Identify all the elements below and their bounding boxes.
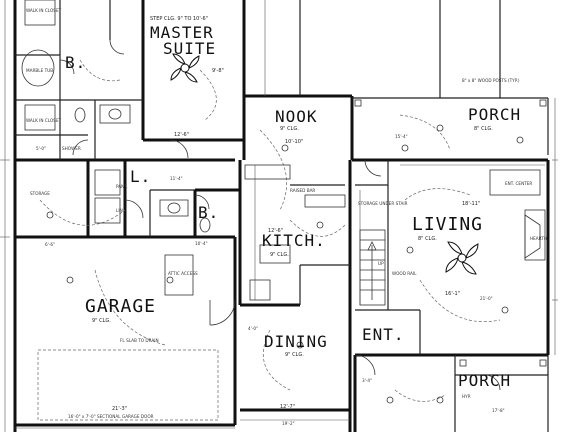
note-master-ceiling: STEP CLG. 9" TO 10'-6" <box>150 16 208 22</box>
note-shower: SHOWER <box>62 146 81 151</box>
note-dining-clg: 9" CLG. <box>285 352 304 358</box>
dim-four: 4'-0" <box>248 326 258 331</box>
note-living-width: 18'-11" <box>462 201 480 207</box>
electrical-wiring <box>39 59 501 402</box>
attic-access-fixture <box>164 254 194 296</box>
note-storage-stair: STORAGE UNDER STAIR <box>358 201 408 206</box>
room-label-porch-rear: PORCH <box>468 105 521 124</box>
room-label-master-2: SUITE <box>163 39 216 58</box>
note-garage-width: 21'-3" <box>112 406 127 412</box>
note-nook-width: 10'-10" <box>285 139 303 145</box>
room-label-porch-front: PORCH <box>458 371 511 390</box>
exterior-walls <box>13 0 550 432</box>
note-pantry: PANT. <box>116 184 128 189</box>
note-garage-floor: FL SLAB TO DRAIN <box>120 338 159 343</box>
note-stair-up: UP <box>378 261 384 266</box>
note-living-clg: 8" CLG. <box>418 236 437 242</box>
room-label-bath-master: B. <box>65 53 86 72</box>
note-closet-2: WALK IN CLOSET <box>26 118 62 123</box>
note-closet-1: WALK IN CLOSET <box>26 8 62 13</box>
note-porch-clg: 8" CLG. <box>474 126 493 132</box>
room-label-entry: ENT. <box>362 325 405 344</box>
stairs <box>359 229 386 306</box>
note-garage-door: 16'-0" x 7'-0" SECTIONAL GARAGE DOOR <box>68 414 154 419</box>
note-dining-width: 12'-7" <box>280 404 295 410</box>
tub-fixture <box>21 49 55 87</box>
dim-five: 5'-0" <box>36 146 46 151</box>
dim-fifteen: 15'-4" <box>395 134 408 139</box>
doors <box>59 39 501 391</box>
fireplace-fixture <box>524 209 546 261</box>
note-kitchen-clg: 9" CLG. <box>270 252 289 258</box>
note-hearth: HEARTH <box>530 236 547 241</box>
note-tub: MARBLE TUB <box>26 68 53 73</box>
room-label-dining: DINING <box>264 332 328 351</box>
dim-seventeen: 17'-8" <box>492 408 505 413</box>
dim-twentyone: 21'-0" <box>480 296 493 301</box>
dim-six: 6'-6" <box>45 242 55 247</box>
light-fixtures <box>46 124 524 404</box>
note-master-width: 9'-8" <box>212 68 224 74</box>
dim-nineteen: 19'-2" <box>282 421 295 426</box>
note-attic-access: ATTIC ACCESS <box>168 271 198 276</box>
dim-eleven: 11'-4" <box>170 176 183 181</box>
room-label-master-1: MASTER <box>150 23 214 42</box>
note-raised-bar: RAISED BAR <box>290 188 315 193</box>
room-label-garage: GARAGE <box>85 296 156 317</box>
room-label-bath-hall: B. <box>198 203 219 222</box>
fixtures <box>21 0 547 421</box>
note-linen: LIN. <box>116 208 124 213</box>
note-master-depth: 12'-6" <box>174 132 189 138</box>
note-porch-posts: 8" x 8" WOOD POSTS (TYP.) <box>462 78 520 83</box>
room-label-living: LIVING <box>412 214 483 235</box>
annotations: STEP CLG. 9" TO 10'-6" 9'-8" 12'-6" 9" C… <box>26 8 547 426</box>
note-living-depth: 16'-1" <box>445 291 460 297</box>
note-hyp: HYP. <box>462 394 471 399</box>
note-kitchen-width: 12'-6" <box>268 228 283 234</box>
room-labels: MASTER SUITE NOOK PORCH GARAGE KITCH. LI… <box>65 23 521 390</box>
note-nook-clg: 9" CLG. <box>280 126 299 132</box>
ceiling-fan-master <box>170 53 200 83</box>
room-label-laundry: L. <box>130 167 151 186</box>
room-label-kitchen: KITCH. <box>262 231 326 250</box>
interior-walls <box>15 0 549 432</box>
room-label-nook: NOOK <box>275 107 318 126</box>
dim-three: 3'-4" <box>362 378 372 383</box>
note-storage: STORAGE <box>30 191 50 196</box>
note-wood-rail: WOOD RAIL <box>392 271 417 276</box>
ceiling-fan-living <box>445 241 479 275</box>
dim-ten: 10'-4" <box>195 241 208 246</box>
note-garage-clg: 9" CLG. <box>92 318 111 324</box>
note-ent-center: ENT. CENTER <box>505 181 532 186</box>
